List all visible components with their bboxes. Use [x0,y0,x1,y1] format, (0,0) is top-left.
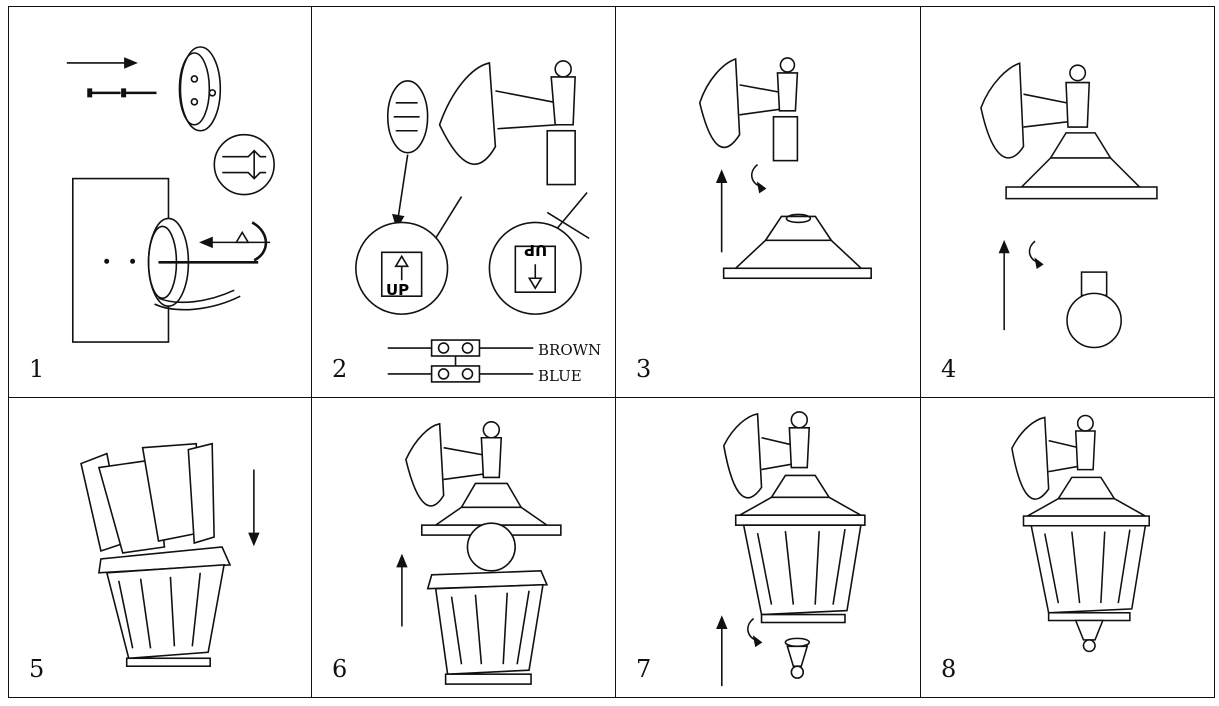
glass-panels-icon [80,442,215,554]
arrow-up-icon [715,169,728,253]
lamp-arm-icon [698,57,799,162]
finial-icon [784,637,811,679]
wall-mount-bracket-drawing [66,46,275,343]
lantern-attach-drawing [396,421,562,685]
rotate-arrow-icon [750,164,767,194]
step-4-panel: 4 [921,7,1214,398]
terminal-base-icon [386,80,429,154]
wire-connector-icon [387,339,534,383]
completed-lantern-drawing [1011,414,1150,653]
lamp-arm-icon [722,411,811,499]
plate-on-wall-icon [104,217,259,311]
finial-attach-drawing [716,411,866,687]
lantern-assembled-icon [734,474,866,624]
rotate-screwdriver-icon [234,221,268,262]
finial-icon [1074,619,1104,653]
rotate-arrow-icon [1028,240,1044,270]
light-bulb-icon [1066,271,1122,349]
step-3-panel: 3 [616,7,921,398]
step-number: 6 [332,655,348,683]
step-2-panel: UP UP BROWN BLUE 2 [312,7,616,398]
lantern-body-icon [426,570,549,685]
step-1-panel: 1 [9,7,312,398]
lamp-arm-icon [980,62,1091,159]
screws-icon [87,88,157,98]
step-number: 7 [636,655,652,683]
step-number: 5 [29,655,45,683]
rotate-arrow-icon [747,617,763,648]
wiring-connection-drawing [355,60,590,383]
screw-head-detail-icon [213,133,275,196]
arrow-left-icon [199,236,271,249]
step-number: 4 [941,355,957,383]
canopy-roof-icon [722,213,872,280]
arrow-up-icon [716,615,728,687]
callout-label-up-left: UP [386,281,410,299]
arrow-down-icon [248,469,260,547]
callout-label-up-right: UP [524,241,548,259]
lamp-arm-icon [405,421,503,507]
step-number: 3 [636,355,652,383]
wire-label-blue: BLUE [538,367,582,385]
lamp-arm-icon [1011,414,1096,500]
wire-label-brown: BROWN [538,341,602,359]
step-grid: 1 [8,6,1215,698]
arrow-down-icon [392,154,409,230]
canopy-attach-drawing [698,57,872,280]
arrow-right-icon [66,57,138,69]
arrow-up-icon [998,239,1010,331]
up-callout-left-icon [355,196,463,315]
step-8-panel: 8 [921,398,1214,697]
step-7-panel: 7 [616,398,921,697]
step-number: 8 [941,655,957,683]
light-bulb-icon [466,522,516,572]
lamp-arm-icon [438,60,576,186]
step-number: 2 [332,355,348,383]
arrow-up-icon [396,553,408,627]
glass-panels-insert-drawing [80,442,260,668]
step-5-panel: 5 [9,398,312,697]
step-number: 1 [29,355,45,383]
step-6-panel: 6 [312,398,616,697]
mounting-plate-icon [178,46,222,132]
canopy-roof-icon [1005,132,1158,200]
lantern-assembled-icon [1022,476,1150,622]
up-callout-right-icon [488,192,590,315]
bulb-install-drawing [980,62,1158,349]
lantern-body-icon [97,546,232,668]
